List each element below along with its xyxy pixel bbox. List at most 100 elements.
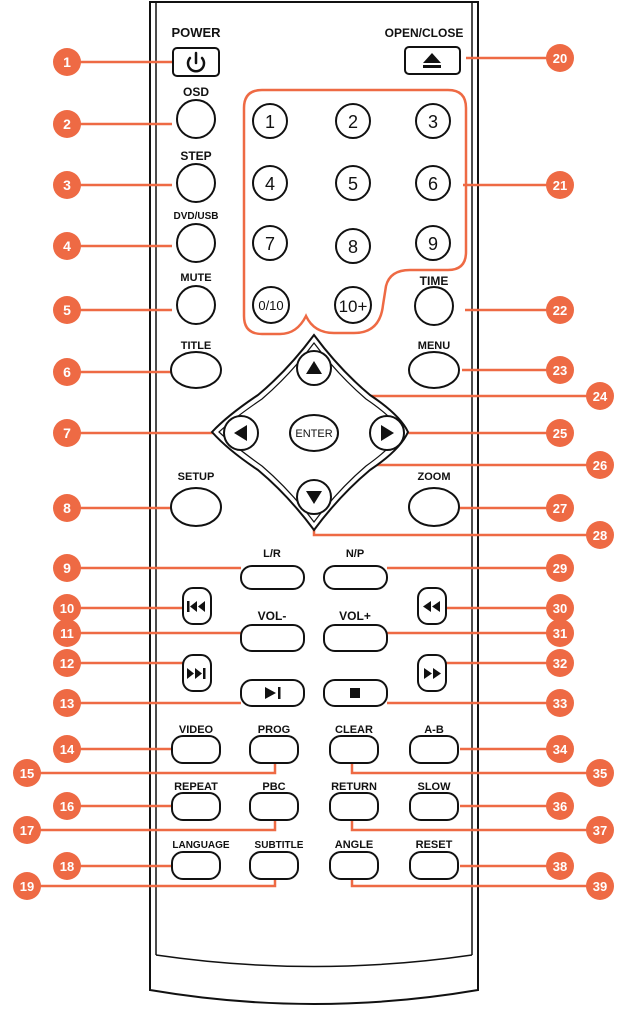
zoom-button[interactable]: [408, 487, 460, 527]
subtitle-label: SUBTITLE: [255, 840, 304, 851]
callout-number: 27: [553, 501, 567, 516]
repeat-button[interactable]: [171, 792, 221, 821]
callout-badge: [586, 759, 614, 787]
callout-badge: [53, 171, 81, 199]
lr-label: L/R: [263, 548, 281, 560]
remote-bottom-curve: [155, 954, 473, 968]
callout-badge: [53, 419, 81, 447]
callout-number: 29: [553, 561, 567, 576]
enter-button[interactable]: [289, 414, 339, 452]
return-button[interactable]: [329, 792, 379, 821]
vol-minus-button[interactable]: [240, 624, 305, 652]
callout-badge: [546, 171, 574, 199]
digit-8-button[interactable]: [335, 228, 371, 264]
slow-label: SLOW: [418, 781, 452, 793]
callout-number: 17: [20, 823, 34, 838]
callout-number: 12: [60, 656, 74, 671]
callout-number: 30: [553, 601, 567, 616]
osd-button[interactable]: [176, 99, 216, 139]
eject-icon: [423, 53, 441, 68]
angle-label: ANGLE: [335, 839, 374, 851]
keypad: 1 2 3 4 5 6 7 8 9 0/10 10+: [252, 103, 451, 324]
callout-number: 34: [553, 742, 568, 757]
digit-4-label: 4: [265, 174, 275, 194]
callout-badge: [546, 44, 574, 72]
callout-badge: [53, 110, 81, 138]
vol-plus-button[interactable]: [323, 624, 388, 652]
step-label: STEP: [180, 149, 211, 163]
title-button[interactable]: [170, 351, 222, 389]
next-track-icon: [187, 668, 206, 679]
digit-3-label: 3: [428, 112, 438, 132]
callout-badge: [13, 759, 41, 787]
pbc-button[interactable]: [249, 792, 299, 821]
callout-number: 31: [553, 626, 567, 641]
angle-button[interactable]: [329, 851, 379, 880]
digit-10-plus-button[interactable]: [334, 286, 372, 324]
callout-number: 35: [593, 766, 607, 781]
np-button[interactable]: [323, 565, 388, 590]
callout-number: 8: [63, 500, 71, 516]
keypad-outline: [242, 88, 468, 336]
digit-2-button[interactable]: [335, 103, 371, 139]
digit-5-button[interactable]: [335, 165, 371, 201]
clear-button[interactable]: [329, 735, 379, 764]
repeat-label: REPEAT: [174, 781, 218, 793]
digit-9-button[interactable]: [415, 225, 451, 261]
down-arrow-icon: [306, 491, 322, 504]
step-button[interactable]: [176, 163, 216, 203]
right-arrow-icon: [381, 425, 394, 441]
digit-6-label: 6: [428, 174, 438, 194]
np-label: N/P: [346, 548, 364, 560]
callout-badge: [586, 521, 614, 549]
callout-badges: 1 2 3 4 5 6 7 8 9 10 11 12 13 14 15 16 1…: [13, 44, 614, 900]
callout-number: 9: [63, 560, 71, 576]
nav-pad-inner-outline: [218, 342, 402, 523]
left-arrow-icon: [234, 425, 247, 441]
dvd-usb-button[interactable]: [176, 223, 216, 263]
subtitle-button[interactable]: [249, 851, 299, 880]
digit-2-label: 2: [348, 112, 358, 132]
callout-badge: [53, 619, 81, 647]
ab-button[interactable]: [409, 735, 459, 764]
mute-label: MUTE: [180, 272, 211, 284]
lr-button[interactable]: [240, 565, 305, 590]
digit-4-button[interactable]: [252, 165, 288, 201]
play-pause-icon: [265, 687, 281, 699]
callout-badge: [586, 382, 614, 410]
digit-6-button[interactable]: [415, 165, 451, 201]
slow-button[interactable]: [409, 792, 459, 821]
digit-3-button[interactable]: [415, 103, 451, 139]
menu-label: MENU: [418, 340, 450, 352]
callout-badge: [546, 735, 574, 763]
menu-button[interactable]: [408, 351, 460, 389]
callout-number: 10: [60, 601, 74, 616]
fast-rewind-icon: [423, 601, 440, 612]
callout-number: 24: [593, 389, 608, 404]
callout-badge: [53, 735, 81, 763]
callout-badge: [546, 689, 574, 717]
digit-7-button[interactable]: [252, 225, 288, 261]
callout-number: 15: [20, 766, 34, 781]
prog-button[interactable]: [249, 735, 299, 764]
zoom-label: ZOOM: [418, 471, 451, 483]
digit-10-plus-label: 10+: [339, 297, 368, 316]
digit-1-button[interactable]: [252, 103, 288, 139]
setup-label: SETUP: [178, 471, 215, 483]
callout-number: 39: [593, 879, 607, 894]
time-label: TIME: [420, 274, 449, 288]
video-label: VIDEO: [179, 724, 214, 736]
ab-label: A-B: [424, 724, 444, 736]
callout-number: 7: [63, 425, 71, 441]
fast-rewind-button[interactable]: [417, 587, 447, 625]
setup-button[interactable]: [170, 487, 222, 527]
reset-button[interactable]: [409, 851, 459, 880]
callout-number: 4: [63, 238, 71, 254]
video-button[interactable]: [171, 735, 221, 764]
digit-0-10-button[interactable]: [252, 286, 290, 324]
fast-forward-button[interactable]: [417, 654, 447, 692]
language-button[interactable]: [171, 851, 221, 880]
mute-button[interactable]: [176, 285, 216, 325]
time-button[interactable]: [414, 286, 454, 326]
open-close-label: OPEN/CLOSE: [385, 26, 464, 40]
